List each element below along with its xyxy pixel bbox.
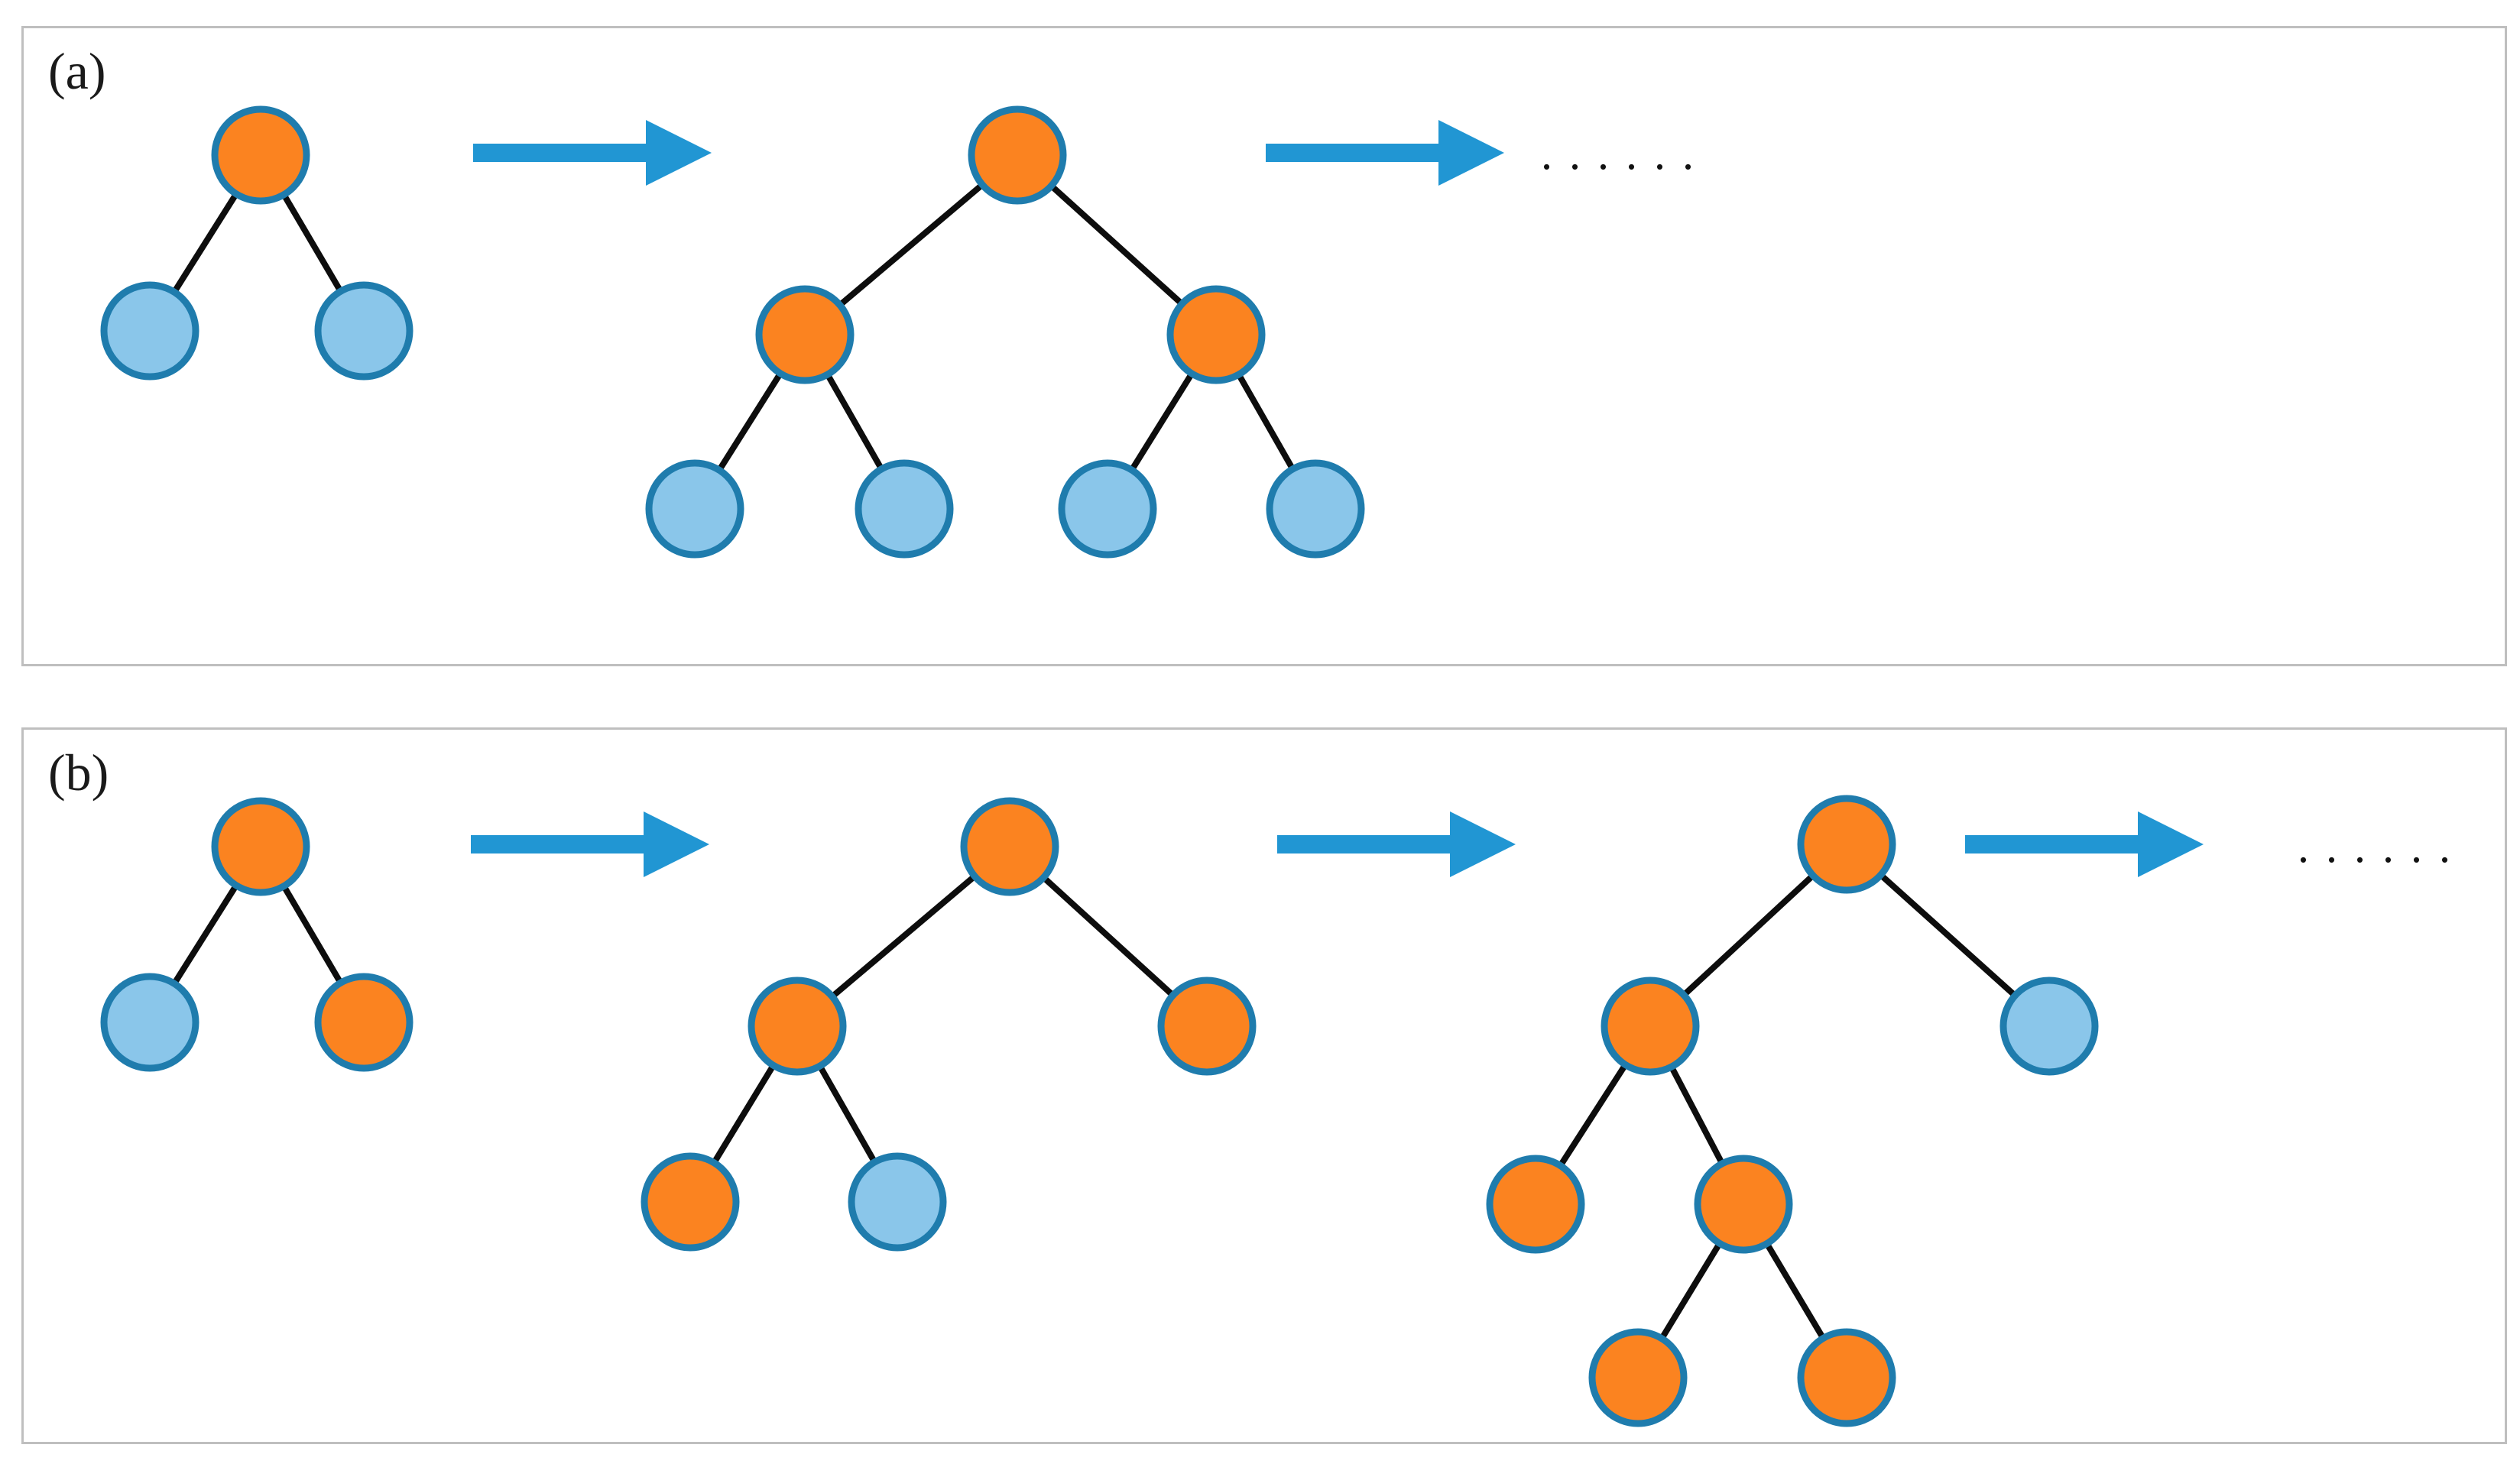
continuation-ellipsis: ...... [2298,821,2467,872]
tree-node-active[interactable] [755,285,855,384]
tree-node-inactive[interactable] [314,281,414,381]
tree-b-tree-3 [1486,795,2099,1427]
growth-arrow [473,120,712,186]
growth-arrow [1266,120,1504,186]
tree-node-active[interactable] [1797,1328,1896,1427]
tree-a-tree-1 [100,105,414,381]
growth-arrow [1277,811,1516,877]
tree-b-tree-1 [100,797,414,1072]
panel-a-label: (a) [48,42,106,100]
tree-node-active[interactable] [1486,1155,1585,1254]
tree-node-inactive[interactable] [1058,459,1157,559]
tree-node-active[interactable] [1157,977,1257,1076]
panel-b-label: (b) [48,743,109,802]
tree-node-active[interactable] [211,797,310,896]
tree-node-active[interactable] [968,105,1067,205]
tree-node-active[interactable] [211,105,310,205]
tree-nodes [100,797,414,1072]
tree-node-active[interactable] [314,973,414,1072]
tree-node-inactive[interactable] [855,459,954,559]
panel-b-stage: ...... [24,730,2505,1442]
growth-arrow [471,811,709,877]
tree-edges [1532,841,2052,1381]
tree-node-active[interactable] [1166,285,1266,384]
tree-b-tree-2 [641,797,1257,1252]
tree-node-inactive[interactable] [645,459,744,559]
tree-nodes [645,105,1365,559]
tree-node-inactive[interactable] [1999,977,2099,1076]
tree-nodes [641,797,1257,1252]
panel-a-stage: ...... [24,28,2505,664]
tree-a-tree-2 [645,105,1365,559]
panel-b: (b) ...... [21,727,2507,1444]
tree-node-active[interactable] [1601,977,1700,1076]
panel-b-graphics [100,795,2204,1427]
panel-a: (a) ...... [21,26,2507,666]
tree-node-inactive[interactable] [100,973,199,1072]
tree-node-active[interactable] [960,797,1059,896]
tree-node-active[interactable] [641,1152,740,1252]
tree-node-inactive[interactable] [100,281,199,381]
tree-node-active[interactable] [1694,1155,1793,1254]
tree-nodes [100,105,414,381]
tree-node-inactive[interactable] [1266,459,1365,559]
tree-node-inactive[interactable] [848,1152,947,1252]
tree-node-active[interactable] [748,977,847,1076]
tree-node-active[interactable] [1588,1328,1688,1427]
panel-a-graphics [100,105,1504,559]
continuation-ellipsis: ...... [1541,128,1711,179]
growth-arrow [1965,811,2204,877]
tree-nodes [1486,795,2099,1427]
tree-node-active[interactable] [1797,795,1896,894]
